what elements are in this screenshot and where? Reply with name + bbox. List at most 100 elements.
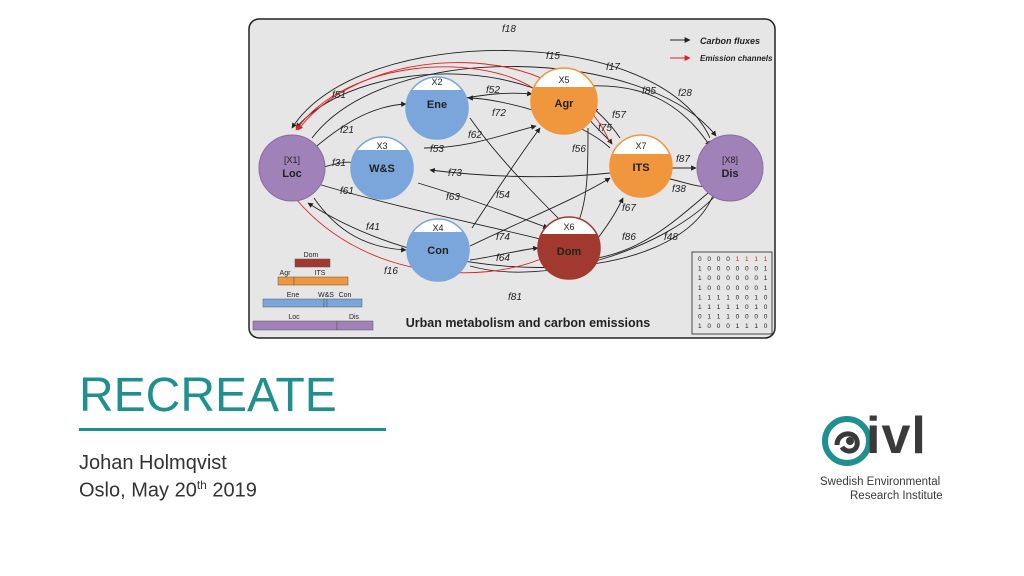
presentation-title: RECREATE [79,369,337,422]
matrix-cell: 0 [717,323,721,330]
edge-f41 [313,197,407,253]
legend-carbon-label: Carbon fluxes [700,36,760,46]
node-dom-id: X6 [563,222,574,232]
hier-dis-bar [336,320,374,331]
label-f81: f81 [508,292,522,303]
author-name: Johan Holmqvist [79,452,227,474]
label-f51: f51 [332,90,346,101]
hier-its-label: ITS [315,270,326,277]
edge-f51 [295,73,534,129]
hier-agr-bar [277,276,295,286]
node-ene-name: Ene [427,99,447,111]
matrix-cell: 0 [736,314,740,321]
label-f67: f67 [622,203,636,214]
label-f31: f31 [332,158,346,169]
matrix-cell: 0 [754,275,758,282]
edge-f86 [597,187,715,259]
matrix-cell: 1 [717,314,721,321]
hier-ws-bar [323,298,328,308]
label-f17: f17 [606,62,620,73]
hier-dis-label: Dis [349,314,360,321]
matrix-cell: 0 [745,275,749,282]
label-f73: f73 [448,168,462,179]
hier-dom-label: Dom [304,252,319,259]
label-f75: f75 [598,123,612,134]
matrix-cell: 1 [745,323,749,330]
node-agr-id: X5 [558,75,569,85]
edge-f64 [469,245,539,261]
matrix-cell: 0 [736,294,740,301]
matrix-cell: 1 [726,294,730,301]
matrix-cell: 0 [707,323,711,330]
label-f28: f28 [678,88,692,99]
label-f38: f38 [672,184,686,195]
event-place-date: Oslo, May 20 [79,479,197,502]
matrix-cell: 1 [698,323,702,330]
node-ws-name: W&S [369,163,395,175]
edge-f48 [469,192,719,273]
matrix-cell: 0 [745,285,749,292]
node-ene-id: X2 [431,77,442,87]
matrix-cell: 0 [726,323,730,330]
matrix-cell: 0 [745,304,749,311]
hier-ws-label: W&S [318,292,334,299]
matrix-cell: 1 [764,275,768,282]
matrix-cell: 1 [707,294,711,301]
matrix-cell: 0 [717,275,721,282]
node-its-name: ITS [632,162,649,174]
label-f41: f41 [366,222,380,233]
legend: Carbon fluxes Emission channels [670,36,773,63]
matrix-border [691,251,773,335]
matrix-cell: 0 [745,314,749,321]
carbon-flux-edges [291,50,719,273]
matrix-cell: 0 [717,256,721,263]
label-f86: f86 [622,232,636,243]
matrix-cell: 0 [726,266,730,273]
ivl-swirl-icon [822,416,872,466]
matrix-cell: 0 [726,285,730,292]
matrix-cell: 1 [754,294,758,301]
matrix-cell: 0 [707,285,711,292]
ivl-logo [812,410,962,510]
matrix-cell: 0 [707,266,711,273]
diagram-title: Urban metabolism and carbon emissions [406,316,651,330]
edge-f18 [291,50,711,139]
matrix-cell: 0 [754,285,758,292]
matrix-cell: 1 [745,256,749,263]
edge-f54 [471,127,541,229]
node-loc: [X1] Loc [258,134,326,202]
matrix-cell: 1 [698,285,702,292]
node-loc-id: [X1] [284,155,300,165]
label-f16: f16 [384,266,398,277]
edge-f74 [469,177,611,247]
matrix-cell: 1 [764,285,768,292]
edge-f61 [317,183,545,242]
label-f15: f15 [546,51,560,62]
hier-agr-label: Agr [280,270,292,277]
matrix-cell: 0 [736,266,740,273]
label-f48: f48 [664,232,678,243]
label-f87: f87 [676,154,690,165]
node-ws-id: X3 [376,141,387,151]
matrix-cell: 1 [754,323,758,330]
event-date-suffix: th [196,478,207,492]
matrix-cell: 1 [764,266,768,273]
matrix-cell: 0 [745,266,749,273]
node-dom-name: Dom [557,246,582,258]
label-f54: f54 [496,190,510,201]
matrix-cell: 0 [764,323,768,330]
node-dis: [X8] Dis [696,134,764,202]
legend-emission-label: Emission channels [700,54,773,63]
matrix-cell: 1 [698,294,702,301]
event-line: Oslo, May 20th 2019 [79,478,257,503]
matrix-cell: 0 [698,256,702,263]
matrix-cell: 1 [717,294,721,301]
hier-its-bar [293,276,349,286]
label-f63: f63 [446,192,460,203]
carbon-flux-diagram: f18 f15 f17 f51 f52 f85 f28 f72 f57 f21 … [248,18,776,339]
